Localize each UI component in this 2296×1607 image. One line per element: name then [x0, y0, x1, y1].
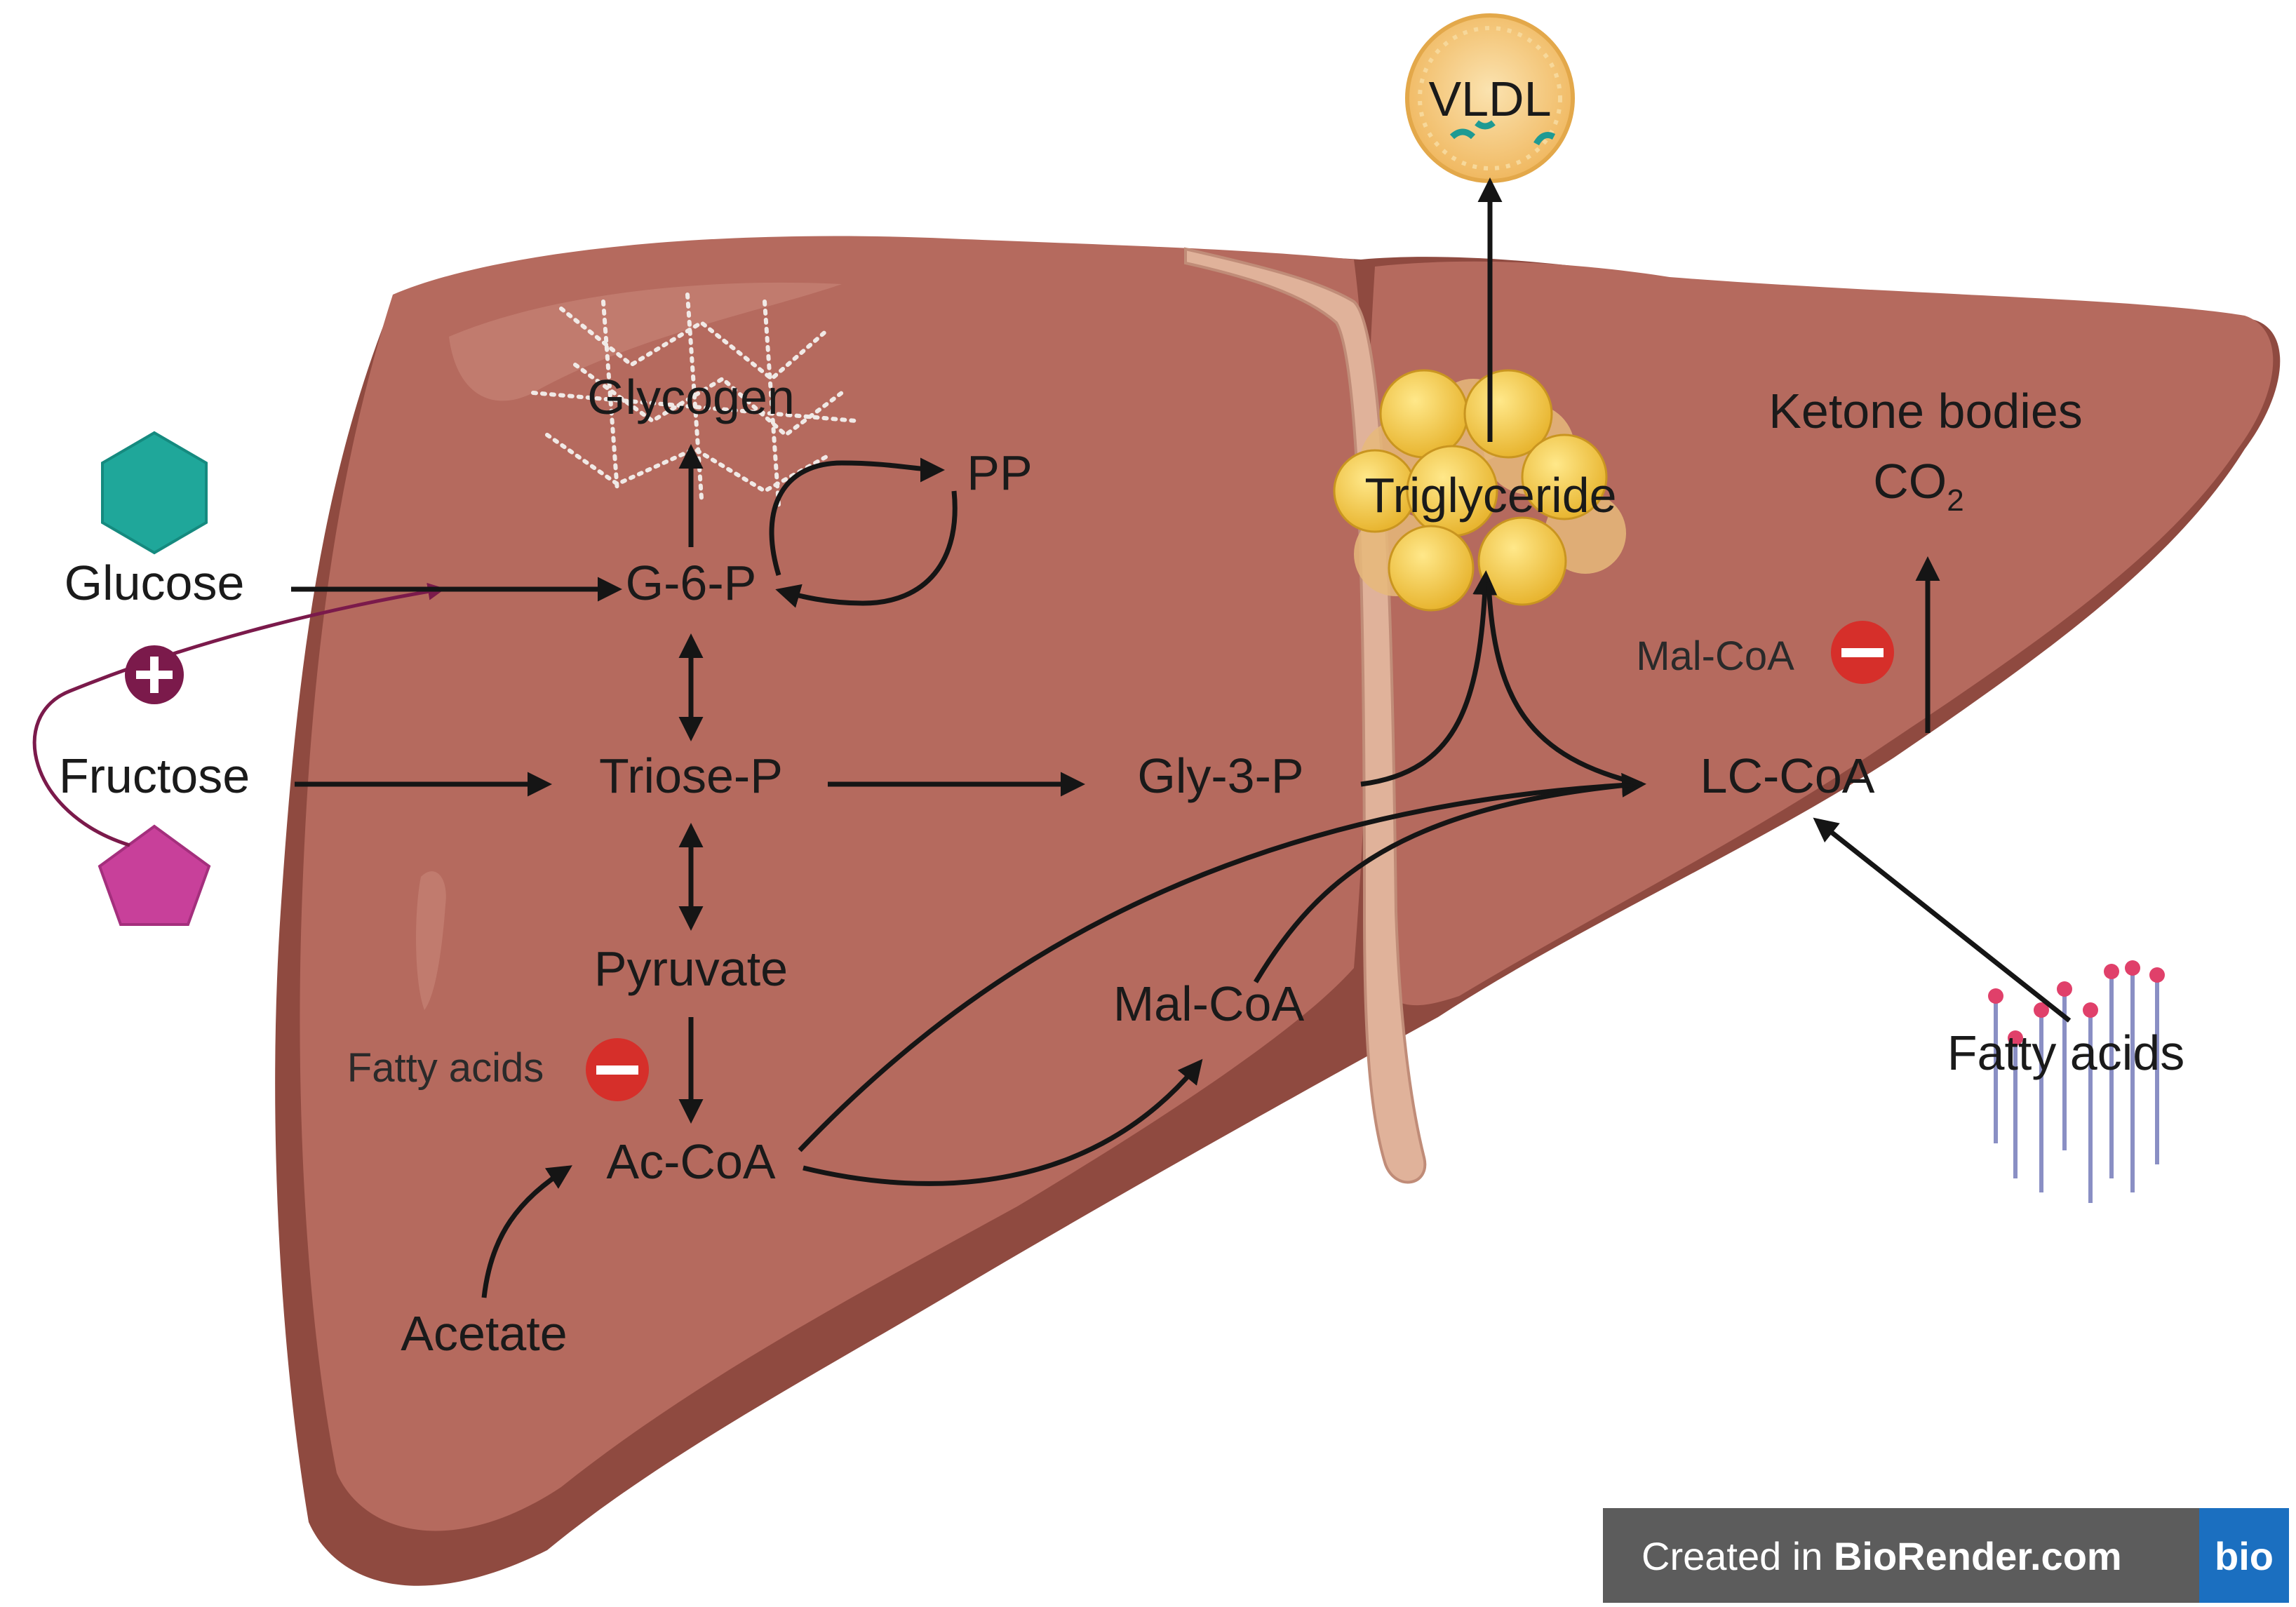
arrow-ac-coa-to-lc-coa [798, 772, 1646, 1152]
watermark-text: Created in BioRender.com [1642, 1534, 2122, 1578]
minus-circle-icon [1831, 621, 1894, 684]
fatty-acid-heads [1988, 960, 2165, 1046]
liver-right-lobe [300, 236, 1370, 1531]
pentagon-icon [98, 824, 211, 926]
watermark-brand: BioRender.com [1834, 1534, 2122, 1578]
pp-label: PP [967, 445, 1032, 500]
triglyceride-label: Triglyceride [1364, 468, 1616, 523]
acetate-label: Acetate [401, 1306, 567, 1361]
vldl-label: VLDL [1428, 72, 1551, 126]
minus-circle-icon [586, 1038, 649, 1101]
glycogen-granules [531, 293, 858, 507]
glucose-label: Glucose [65, 556, 245, 610]
mal-coa-label: Mal-CoA [1113, 976, 1305, 1031]
fructose-label: Fructose [59, 748, 250, 803]
g6p-label: G-6-P [626, 556, 757, 610]
triglyceride-droplets [1333, 369, 1626, 612]
co2-label: CO2 [1873, 454, 1963, 518]
arrow-g6p-to-pp [769, 457, 945, 577]
arrow-acetate-to-ac-coa [481, 1165, 572, 1298]
gly3p-label: Gly-3-P [1137, 748, 1303, 803]
watermark-prefix: Created in [1642, 1534, 1834, 1578]
biorender-logo-icon: bio [2215, 1534, 2274, 1578]
arrow-ac-coa-to-mal-coa [803, 1058, 1203, 1186]
co2-subscript: 2 [1947, 483, 1963, 518]
pyruvate-label: Pyruvate [594, 941, 788, 996]
arrow-gly3p-to-triglyceride [1360, 570, 1498, 787]
fatty-acids-label: Fatty acids [1947, 1026, 2184, 1080]
biorender-watermark: Created in BioRender.com bio [1603, 1508, 2289, 1603]
lc-coa-label: LC-CoA [1700, 748, 1875, 803]
co2-base: CO [1873, 454, 1947, 509]
glycogen-label: Glycogen [587, 370, 795, 424]
fatty-acids-inhibitor-label: Fatty acids [347, 1045, 544, 1091]
ac-coa-label: Ac-CoA [606, 1134, 775, 1189]
vldl-particle: VLDL [1405, 13, 1575, 183]
mal-coa-inhibitor-label: Mal-CoA [1636, 633, 1794, 679]
liver-highlight [449, 282, 842, 401]
triose-p-label: Triose-P [599, 748, 783, 803]
fructose-activation-curve [32, 582, 445, 847]
hexagon-icon [101, 431, 208, 555]
arrow-lc-coa-to-triglyceride [1486, 581, 1642, 787]
liver-highlight-2 [416, 871, 446, 1010]
arrow-fatty-acids-to-lc-coa [1813, 817, 2072, 1023]
fatty-acid-molecules [1994, 968, 2159, 1203]
arrow-pp-to-g6p [775, 490, 958, 608]
arrow-mal-coa-to-lc-coa [1253, 781, 1635, 983]
liver-illustration [275, 236, 2281, 1586]
plus-circle-icon [125, 645, 184, 704]
pathway-arrows [291, 177, 2072, 1298]
ketone-bodies-label: Ketone bodies [1768, 384, 2083, 438]
